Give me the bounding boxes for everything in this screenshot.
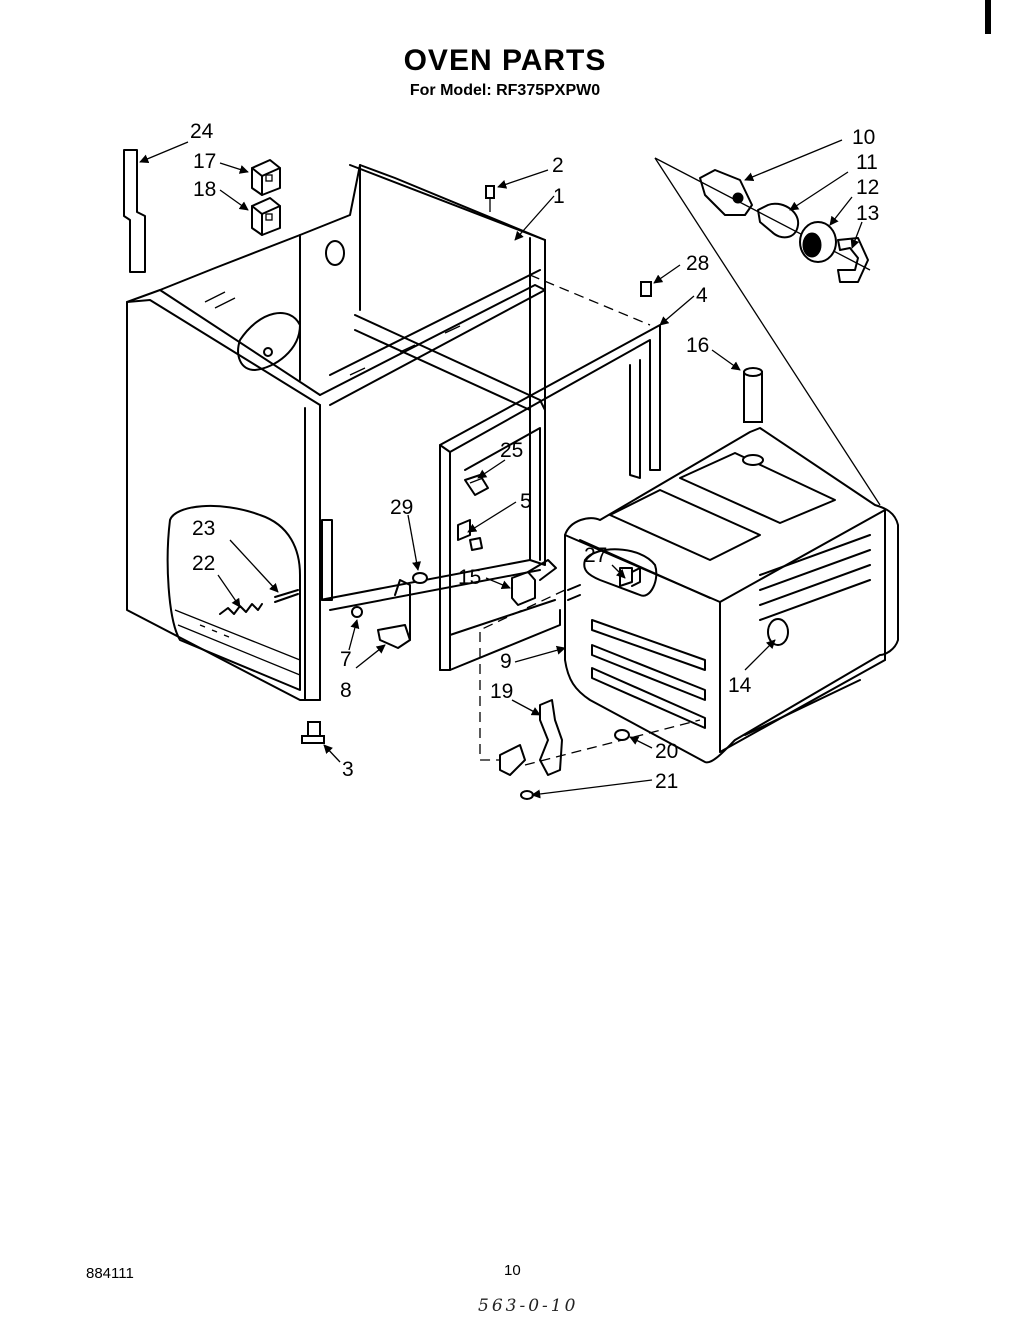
callout-10: 10 xyxy=(852,126,875,149)
bracket-part-8 xyxy=(377,579,411,649)
callout-28: 28 xyxy=(686,252,709,275)
lamp-bulb-part-11 xyxy=(757,202,800,239)
callout-23: 23 xyxy=(192,517,215,540)
document-number: 884111 xyxy=(86,1265,134,1282)
callout-9: 9 xyxy=(500,650,512,673)
callout-5: 5 xyxy=(520,490,532,513)
callout-11: 11 xyxy=(856,151,878,174)
callout-24: 24 xyxy=(190,120,214,143)
clip-part-21 xyxy=(520,790,534,800)
spring-part-22 xyxy=(219,603,263,615)
oven-liner xyxy=(564,427,899,764)
callout-12: 12 xyxy=(856,176,879,199)
callout-21: 21 xyxy=(655,770,678,793)
callout-1: 1 xyxy=(553,185,565,208)
page-number: 10 xyxy=(504,1262,521,1279)
screw-part-2 xyxy=(485,185,495,212)
burner-tube-part-16 xyxy=(742,367,764,466)
callout-numbers: 24 17 18 2 1 10 11 12 13 28 4 16 25 5 29… xyxy=(190,120,879,793)
bracket-part-5 xyxy=(457,519,483,551)
rear-bracket-part-24 xyxy=(123,149,146,273)
callout-4: 4 xyxy=(696,284,708,307)
callout-13: 13 xyxy=(856,202,879,225)
callout-19: 19 xyxy=(490,680,513,703)
model-subtitle: For Model: RF375PXPW0 xyxy=(409,82,601,99)
lamp-lens-part-12 xyxy=(799,221,837,263)
callout-25: 25 xyxy=(500,439,523,462)
callout-27: 27 xyxy=(584,544,607,567)
igniter-part-25 xyxy=(464,474,489,496)
screw-part-28 xyxy=(640,281,652,297)
bushing-part-29 xyxy=(412,572,428,584)
callout-16: 16 xyxy=(686,334,709,357)
switch-part-18 xyxy=(251,197,281,236)
callout-2: 2 xyxy=(552,154,564,177)
clip-part-27 xyxy=(619,567,641,587)
front-frame-part-4 xyxy=(439,274,661,671)
lens-retainer-part-13 xyxy=(837,237,869,283)
callout-20: 20 xyxy=(655,740,678,763)
callout-22: 22 xyxy=(192,552,215,575)
callout-14: 14 xyxy=(728,674,752,697)
oven-cabinet xyxy=(126,164,546,701)
callout-15: 15 xyxy=(458,566,481,589)
leveling-leg-part-3 xyxy=(301,721,325,744)
callout-18: 18 xyxy=(193,178,216,201)
lamp-socket-part-10 xyxy=(699,169,753,216)
switch-part-17 xyxy=(251,159,281,196)
callout-29: 29 xyxy=(390,496,413,519)
callout-17: 17 xyxy=(193,150,216,173)
pin-part-23 xyxy=(274,589,299,603)
callout-3: 3 xyxy=(342,758,354,781)
callout-7: 7 xyxy=(340,648,352,671)
scan-edge-mark xyxy=(985,0,991,34)
leader-lines xyxy=(139,139,863,799)
callout-8: 8 xyxy=(340,679,352,702)
handwritten-note: 563-0-10 xyxy=(478,1296,579,1316)
nut-part-7 xyxy=(351,606,363,618)
page-title: OVEN PARTS xyxy=(403,44,607,77)
bracket-part-15 xyxy=(511,559,557,606)
screw-part-20 xyxy=(614,729,630,741)
valve-bracket-part-19 xyxy=(499,699,563,776)
